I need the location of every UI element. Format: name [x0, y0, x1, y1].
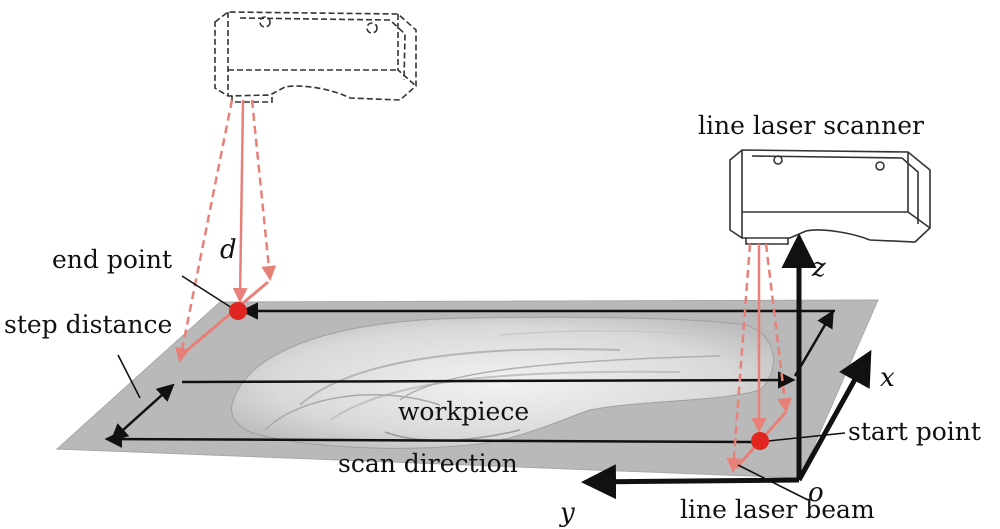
x-axis: [796, 349, 872, 482]
scan-path: [104, 302, 835, 448]
line-laser-beam-label: line laser beam: [680, 495, 875, 524]
step-distance-leader: [117, 354, 141, 399]
distance-d-label: d: [220, 235, 237, 265]
workpiece-label: workpiece: [398, 397, 529, 426]
scan-path-middle: [181, 371, 796, 389]
line-laser-scanner-label: line laser scanner: [698, 111, 924, 140]
step-distance-arrow: [110, 383, 175, 442]
laser-beams-top: [174, 99, 277, 363]
scan-path-bottom: [104, 430, 756, 448]
y-axis: [581, 464, 800, 500]
end-point-leader: [181, 275, 233, 309]
scanner-right: [729, 149, 931, 245]
leader-lines: [117, 275, 846, 501]
start-point-leader: [767, 432, 846, 442]
origin-label: o: [808, 478, 824, 508]
workpiece-surface: [231, 316, 774, 449]
line-laser-beam-leader: [737, 464, 809, 501]
step-distance-label: step distance: [4, 310, 172, 339]
end-point-label: end point: [52, 245, 172, 274]
y-axis-label: y: [559, 498, 575, 528]
scanner-top: [214, 11, 417, 103]
end-point-marker: [229, 302, 247, 320]
coordinate-axes: [581, 233, 872, 500]
z-axis-label: z: [811, 253, 826, 283]
scan-direction-label: scan direction: [338, 449, 518, 478]
start-point-marker: [751, 432, 769, 450]
x-axis-label: x: [880, 363, 895, 393]
start-point-label: start point: [848, 417, 981, 446]
